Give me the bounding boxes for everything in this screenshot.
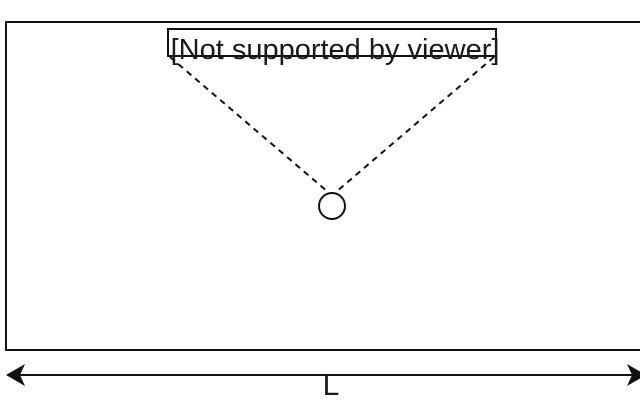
arrow-right-icon [627, 364, 640, 386]
outer-box [5, 21, 640, 351]
point-circle [318, 192, 346, 220]
unsupported-placeholder-text: [Not supported by viewer] [171, 34, 500, 66]
dashed-line-left [169, 56, 329, 193]
dimension-label: L [323, 369, 340, 400]
arrow-left-icon [6, 364, 25, 386]
dashed-line-right [335, 56, 495, 193]
top-element-box [167, 28, 497, 57]
